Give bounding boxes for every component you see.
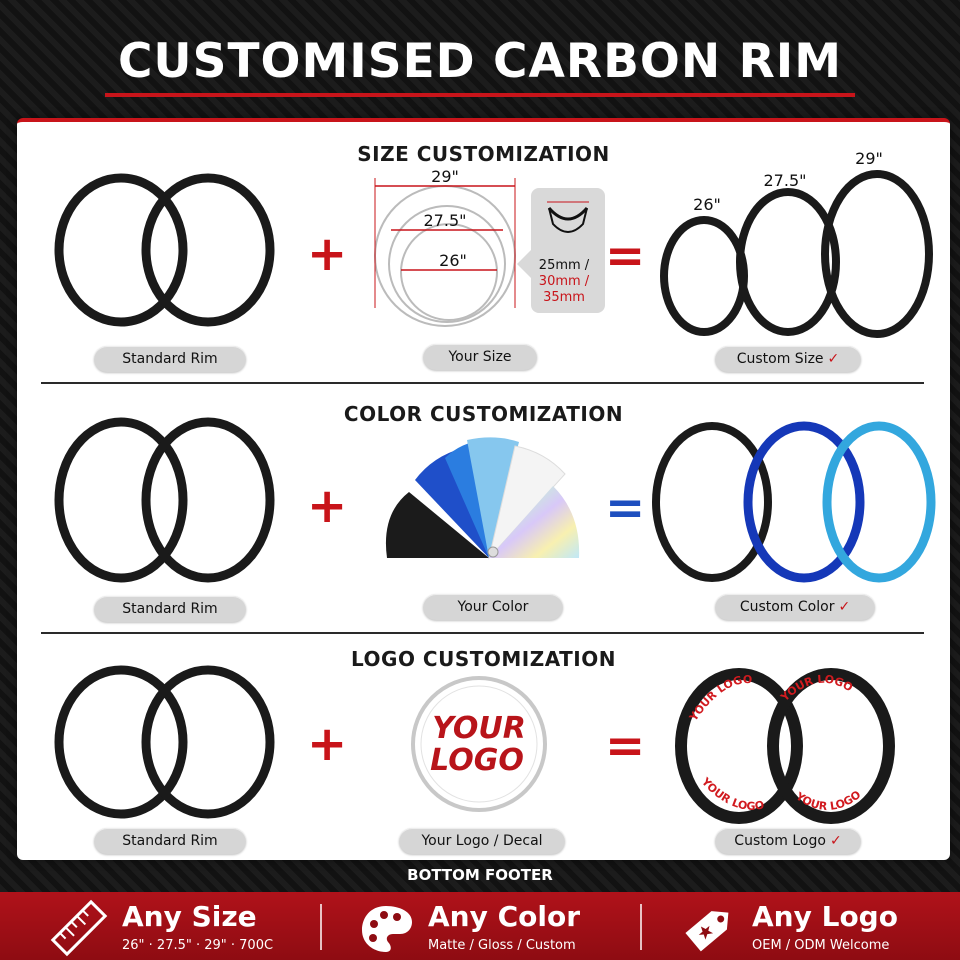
footer-divider <box>320 904 322 950</box>
footer-divider <box>640 904 642 950</box>
section-divider-1 <box>41 382 924 384</box>
rim-profile-callout <box>517 188 605 313</box>
standard-rim-image-logo <box>54 665 275 819</box>
main-panel: SIZE CUSTOMIZATION Standard Rim + 29" 27… <box>17 118 950 860</box>
feature-any-size: Any Size 26" · 27.5" · 29" · 700C <box>0 892 320 960</box>
color-swatch-fan <box>385 437 580 560</box>
feature-any-color: Any Color Matte / Gloss / Custom <box>322 892 640 960</box>
check-icon: ✓ <box>827 351 840 367</box>
equals-sign-size: = <box>605 228 646 284</box>
custom-color-label: Custom Color✓ <box>715 594 875 620</box>
check-icon: ✓ <box>829 833 842 849</box>
feature-subtitle: 26" · 27.5" · 29" · 700C <box>122 938 274 953</box>
plus-sign-size: + <box>307 226 348 282</box>
plus-sign-color: + <box>307 478 348 534</box>
equals-sign-logo: = <box>605 718 646 774</box>
feature-subtitle: Matte / Gloss / Custom <box>428 938 576 953</box>
size-29-label: 29" <box>431 167 459 186</box>
result-27-5-label: 27.5" <box>764 171 807 190</box>
title-underline <box>105 93 855 97</box>
feature-title: Any Size <box>122 900 257 933</box>
section-divider-2 <box>41 632 924 634</box>
size-27-5-label: 27.5" <box>424 211 467 230</box>
custom-logo-label: Custom Logo✓ <box>715 828 861 854</box>
palette-icon <box>362 906 412 952</box>
feature-subtitle: OEM / ODM Welcome <box>752 938 890 953</box>
rim-width-text: 25mm / 30mm / 35mm <box>538 258 590 305</box>
footer-bar: Any Size 26" · 27.5" · 29" · 700C Any Co… <box>0 892 960 960</box>
standard-rim-label-color: Standard Rim <box>94 596 246 622</box>
page-title: CUSTOMISED CARBON RIM <box>117 34 843 89</box>
check-icon: ✓ <box>838 599 851 615</box>
tag-icon <box>685 911 729 952</box>
your-logo-badge: YOUR LOGO <box>411 676 547 812</box>
logo-text-line2: LOGO <box>430 743 524 778</box>
your-logo-label: Your Logo / Decal <box>399 828 565 854</box>
your-size-label: Your Size <box>423 344 537 370</box>
logo-text-line1: YOUR <box>432 711 526 746</box>
feature-title: Any Color <box>428 900 581 933</box>
custom-size-rims-image: 26" 27.5" 29" <box>660 149 933 338</box>
size-26-label: 26" <box>439 251 467 270</box>
footer-label: BOTTOM FOOTER <box>407 866 553 884</box>
size-diagram: 29" 27.5" 26" <box>374 167 516 327</box>
standard-rim-label-logo: Standard Rim <box>94 828 246 854</box>
svg-text:YOUR LOGO: YOUR LOGO <box>778 673 855 705</box>
standard-rim-image-color <box>54 417 275 583</box>
rim-decal-text: YOUR LOGO <box>778 673 855 705</box>
result-26-label: 26" <box>693 195 721 214</box>
standard-rim-image-size <box>54 173 275 327</box>
equals-sign-color: = <box>605 480 646 536</box>
color-section-title: COLOR CUSTOMIZATION <box>343 402 624 426</box>
result-29-label: 29" <box>855 149 883 168</box>
your-color-label: Your Color <box>423 594 563 620</box>
plus-sign-logo: + <box>307 716 348 772</box>
feature-any-logo: Any Logo OEM / ODM Welcome <box>642 892 960 960</box>
ruler-icon <box>50 899 108 957</box>
logo-section-title: LOGO CUSTOMIZATION <box>351 647 616 671</box>
custom-color-rims-image <box>652 421 936 583</box>
standard-rim-label-size: Standard Rim <box>94 346 246 372</box>
custom-logo-rims-image: YOUR LOGO YOUR LOGO YOUR LOGO YOUR LOGO <box>675 668 895 824</box>
feature-title: Any Logo <box>752 900 898 933</box>
custom-size-label: Custom Size✓ <box>715 346 861 372</box>
size-section-title: SIZE CUSTOMIZATION <box>357 142 610 166</box>
